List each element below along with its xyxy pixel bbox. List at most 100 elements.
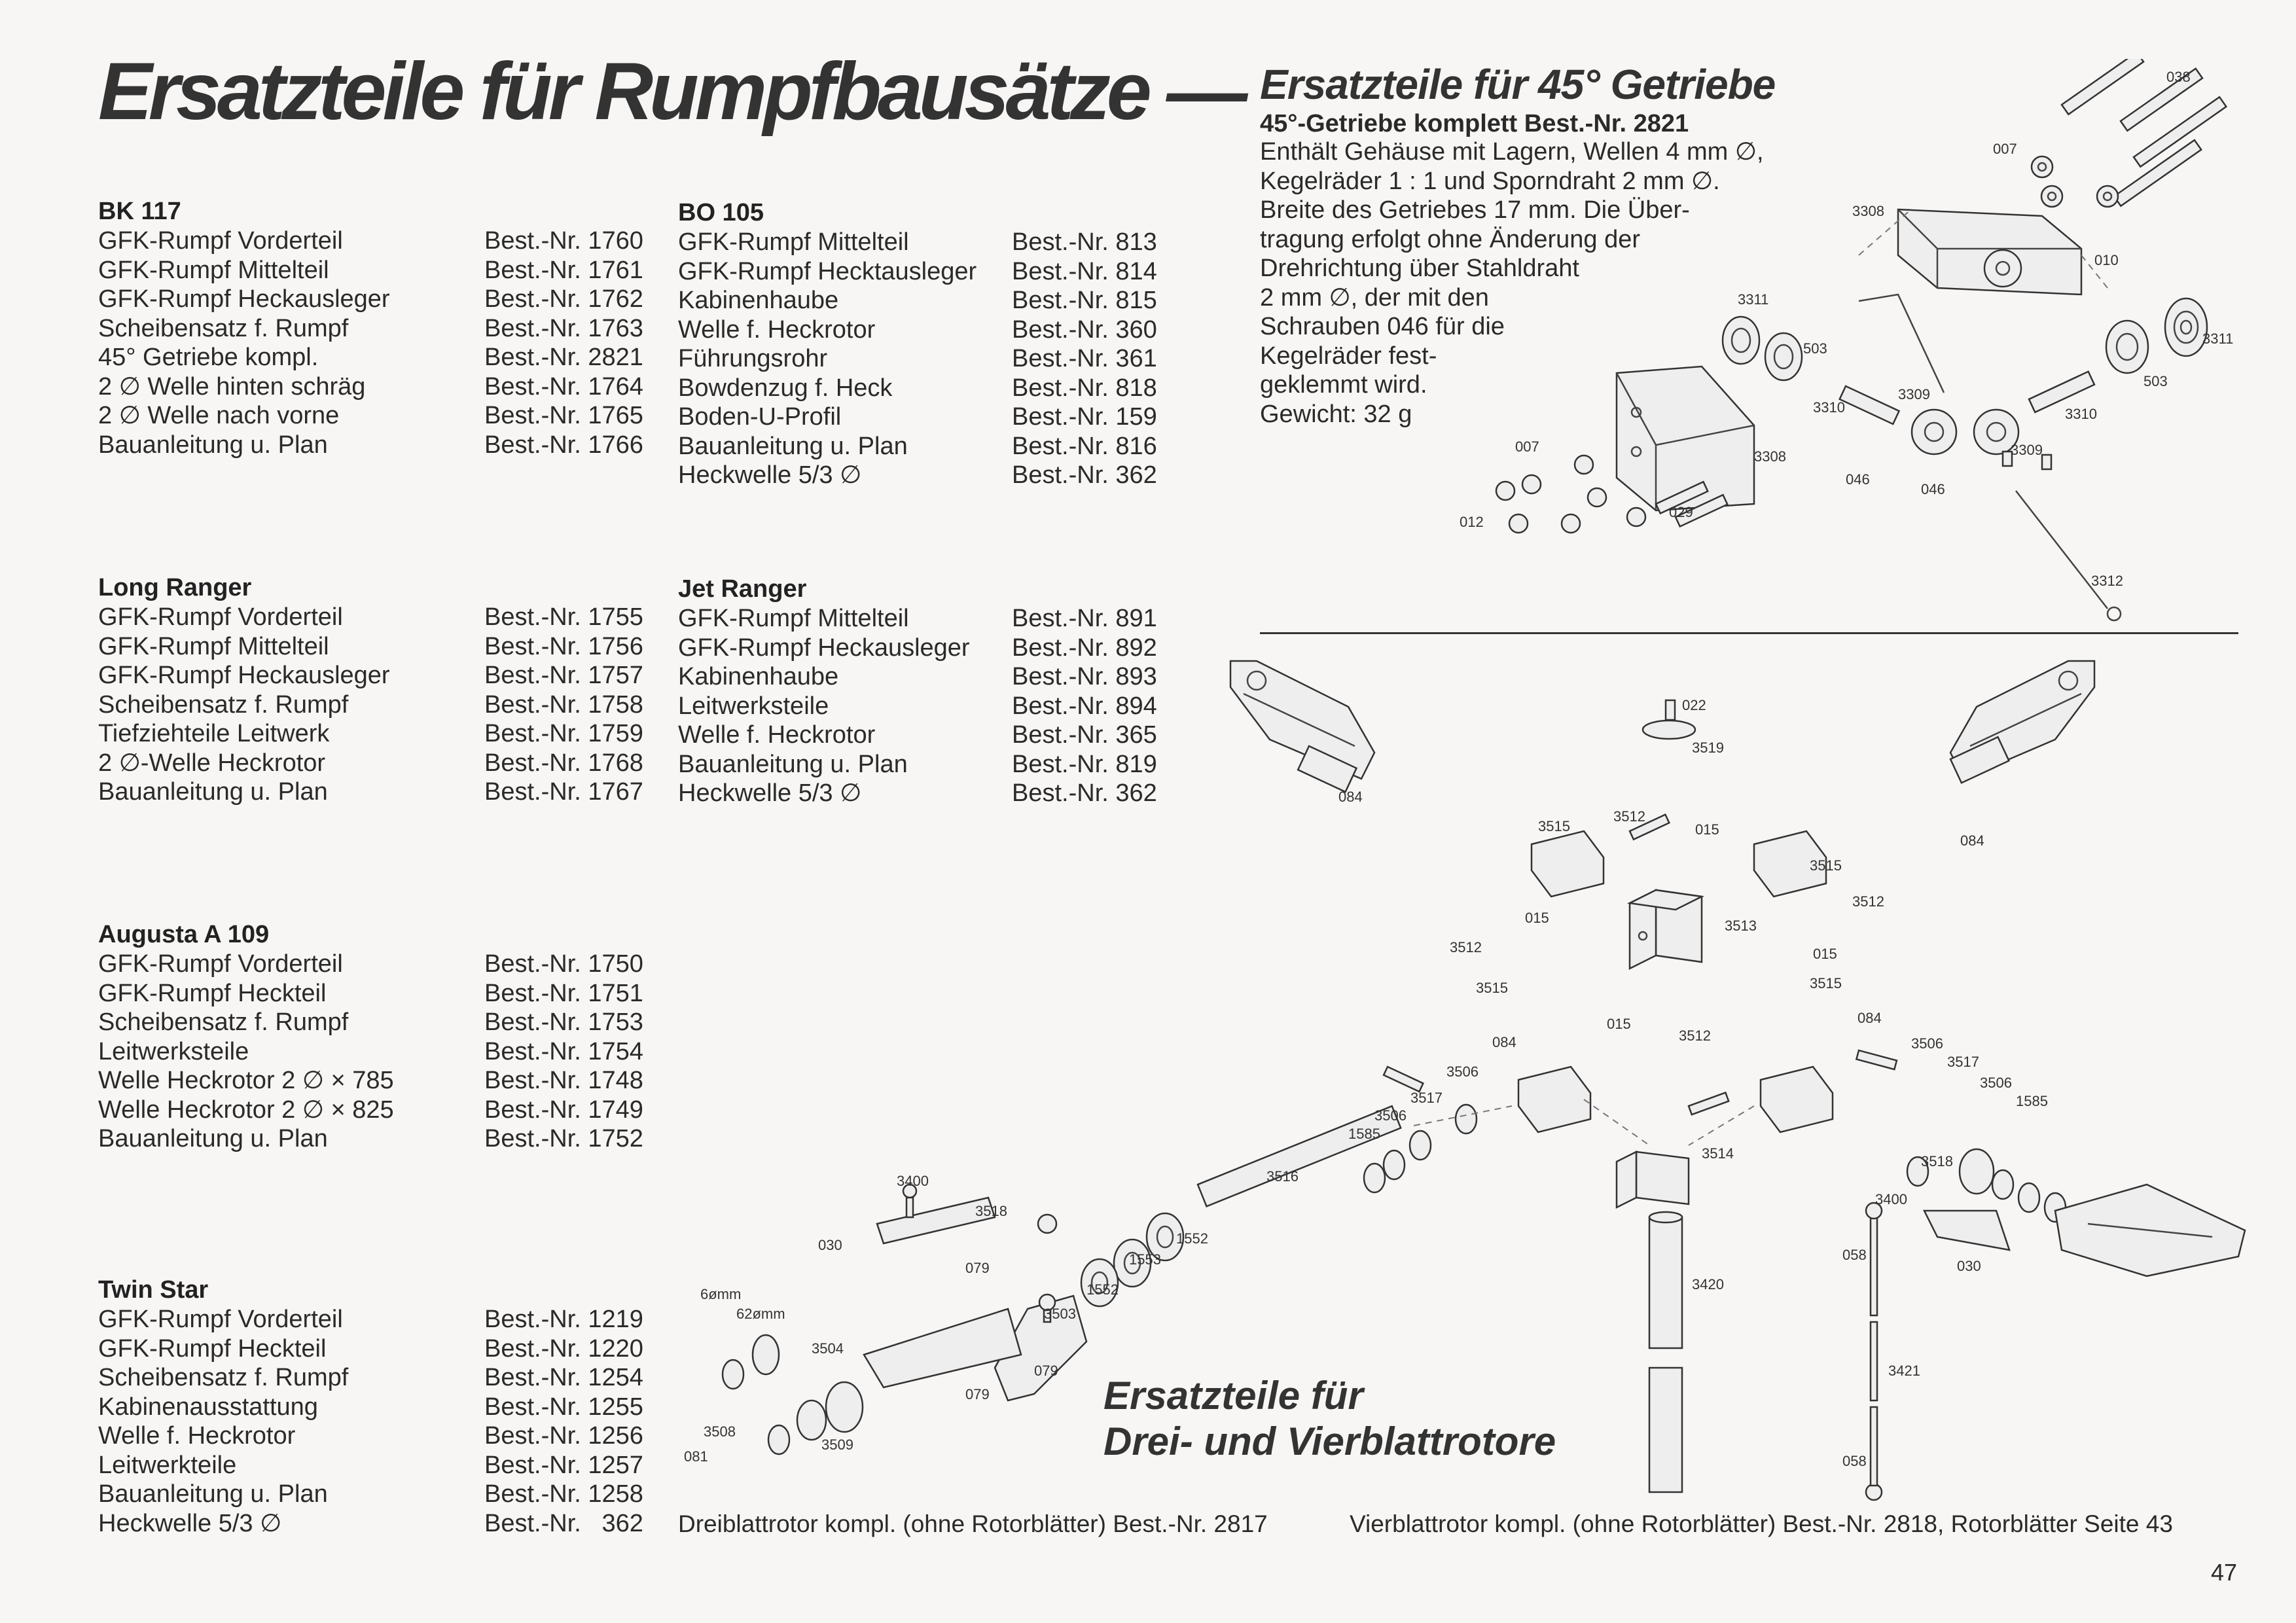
page-title: Ersatzteile für Rumpfbausätze — [98, 46, 1247, 137]
blade-grip-icon [1922, 1183, 2246, 1277]
part-name: GFK-Rumpf Heckausleger [98, 285, 390, 313]
desc-line: Gewicht: 32 g [1260, 400, 1412, 428]
blade-grip-icon [1229, 660, 1376, 793]
part-label: 015 [1607, 1016, 1631, 1032]
part-name: GFK-Rumpf Heckausleger [98, 662, 390, 689]
part-label: 015 [1813, 946, 1837, 962]
desc-line: Kegelräder fest- [1260, 342, 1437, 370]
order-number: Best.-Nr. 1220 [484, 1334, 643, 1363]
part-name: Heckwelle 5/3 ∅ [678, 779, 862, 807]
order-number: Best.-Nr. 1757 [484, 662, 643, 689]
part-name: Bauanleitung u. Plan [678, 432, 908, 460]
order-number: Best.-Nr. 815 [1012, 287, 1157, 314]
part-row: Heckwelle 5/3 ∅ Best.-Nr. 362 [678, 779, 1189, 808]
part-name: Führungsrohr [678, 345, 828, 372]
part-label: 007 [1993, 141, 2017, 157]
part-label: 058 [1842, 1453, 1867, 1469]
bevel-gear-icon [1910, 408, 2020, 455]
part-label: 3508 [704, 1423, 736, 1440]
section-divider [1260, 632, 2238, 634]
part-label: 3515 [1476, 980, 1508, 996]
section-heading: Jet Ranger [678, 575, 807, 603]
pushrod-icon [1865, 1202, 1883, 1501]
part-label: 022 [1682, 697, 1706, 713]
order-number: Best.-Nr. 1748 [484, 1067, 643, 1094]
desc-line: Breite des Getriebes 17 mm. Die Über- [1260, 196, 1690, 224]
desc-line: Drehrichtung über Stahldraht [1260, 255, 1579, 282]
order-number: Best.-Nr. 813 [1012, 228, 1157, 256]
part-name: Leitwerksteile [678, 692, 829, 720]
order-number: Best.-Nr. 1766 [484, 431, 643, 459]
order-number: Best.-Nr. 1756 [484, 632, 643, 660]
order-number: Best.-Nr. 1219 [484, 1306, 643, 1333]
desc-line: tragung erfolgt ohne Änderung der [1260, 225, 1640, 253]
order-number: Best.-Nr. 893 [1012, 663, 1157, 690]
order-number: Best.-Nr. 361 [1012, 345, 1157, 372]
washer-icon [1363, 1103, 2067, 1223]
part-name: Boden-U-Profil [678, 403, 842, 431]
caption-three-blade: Dreiblattrotor kompl. (ohne Rotorblätter… [678, 1510, 1268, 1537]
gearbox-exploded-drawing: 038 007 3308 010 3311 503 3311 503 3310 … [1460, 59, 2233, 622]
desc-line: Enthält Gehäuse mit Lagern, Wellen 4 mm … [1260, 138, 1764, 166]
shaft-icon [2028, 370, 2096, 414]
disc-icon [721, 1334, 864, 1455]
part-label: 1552 [1176, 1230, 1208, 1247]
order-number: Best.-Nr. 1764 [484, 372, 643, 401]
part-label: 3515 [1810, 975, 1842, 991]
part-name: GFK-Rumpf Vorderteil [98, 1306, 343, 1333]
order-number: Best.-Nr. 892 [1012, 633, 1157, 662]
part-name: 45° Getriebe kompl. [98, 344, 319, 371]
part-label: 3512 [1613, 808, 1645, 825]
desc-line: 2 mm ∅, der mit den [1260, 283, 1489, 312]
order-number: Best.-Nr. 1762 [484, 285, 643, 313]
part-name: GFK-Rumpf Heckausleger [678, 633, 970, 662]
set-screw-icon [2001, 450, 2053, 471]
part-name: Scheibensatz f. Rumpf [98, 1008, 349, 1036]
part-label: 1585 [1348, 1126, 1380, 1142]
nut-icon [1495, 454, 1647, 534]
part-row: GFK-Rumpf Heckausleger Best.-Nr. 1762 [98, 285, 661, 314]
order-number: Best.-Nr. 365 [1012, 721, 1157, 749]
order-number: Best.-Nr. 362 [484, 1509, 643, 1537]
part-label: 084 [1857, 1010, 1882, 1026]
gearbox-subtitle: 45°-Getriebe komplett Best.-Nr. 2821 [1260, 110, 1689, 137]
order-number: Best.-Nr. 362 [1012, 461, 1157, 489]
order-number: Best.-Nr. 2821 [484, 344, 643, 371]
part-label: 3311 [2202, 330, 2233, 347]
part-name: Heckwelle 5/3 ∅ [678, 461, 862, 489]
order-number: Best.-Nr. 360 [1012, 315, 1157, 344]
bearing-icon [2105, 297, 2208, 374]
order-number: Best.-Nr. 1765 [484, 402, 643, 429]
part-label: 3309 [2011, 442, 2043, 458]
shaft-icon [1196, 1105, 1402, 1208]
part-label: 015 [1695, 821, 1719, 838]
part-label: 081 [684, 1448, 708, 1465]
shaft-icon [1839, 385, 1901, 425]
section-heading: Augusta A 109 [98, 921, 270, 948]
order-number: Best.-Nr. 362 [1012, 779, 1157, 807]
order-number: Best.-Nr. 1767 [484, 778, 643, 806]
part-label: 046 [1921, 481, 1945, 497]
part-name: Welle f. Heckrotor [678, 721, 876, 749]
order-number: Best.-Nr. 1258 [484, 1480, 643, 1508]
part-label: 3512 [1679, 1027, 1711, 1044]
desc-line: geklemmt wird. [1260, 371, 1427, 399]
part-name: GFK-Rumpf Mittelteil [678, 228, 909, 256]
part-name: Scheibensatz f. Rumpf [98, 314, 349, 342]
desc-line: Kegelräder 1 : 1 und Sporndraht 2 mm ∅. [1260, 167, 1720, 195]
order-number: Best.-Nr. 1255 [484, 1393, 643, 1421]
